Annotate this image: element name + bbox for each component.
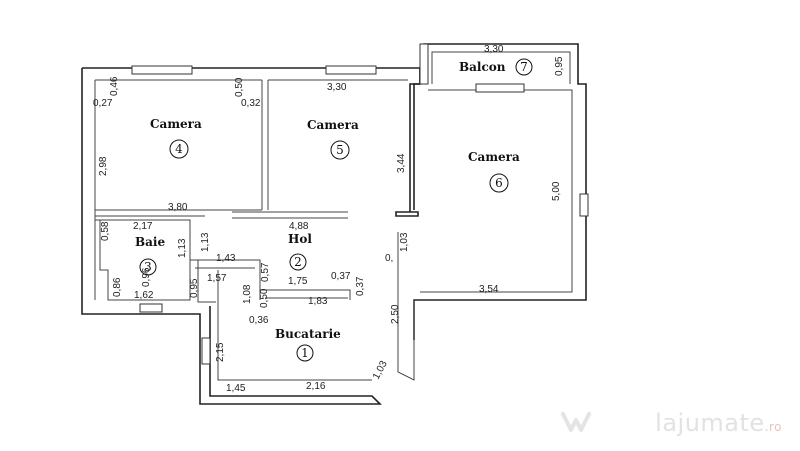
dim-label: 0,46	[109, 76, 120, 96]
dim-label: 4,88	[289, 221, 309, 232]
dim-label: 0,36	[249, 315, 269, 326]
room-2: Hol 2	[288, 232, 312, 271]
dim-label: 2,16	[306, 381, 326, 392]
dim-label: 0,	[385, 253, 393, 264]
dim-label: 0,58	[100, 221, 111, 241]
room-6-name: Camera	[468, 150, 520, 164]
room-5: Camera 5	[307, 118, 359, 160]
dim-label: 0,37	[355, 276, 366, 296]
dim-label: 1,08	[242, 284, 253, 304]
dim-label: 3,44	[396, 153, 407, 173]
dim-label: 0,50	[259, 288, 270, 308]
walls	[81, 43, 587, 405]
dim-label: 1,57	[207, 273, 227, 284]
dim-label: 3,30	[484, 44, 504, 55]
room-5-number: 5	[336, 143, 344, 157]
room-2-number: 2	[294, 255, 302, 269]
room-7-number: 7	[520, 60, 528, 74]
dim-label: 2,98	[98, 156, 109, 176]
room-5-name: Camera	[307, 118, 359, 132]
watermark-brand: lajumate	[655, 409, 765, 437]
room-6-number: 6	[495, 176, 503, 190]
dim-label: 1,13	[177, 238, 188, 258]
dim-label: 0,57	[260, 262, 271, 282]
room-1: Bucatarie 1	[275, 327, 341, 362]
room-2-name: Hol	[288, 232, 312, 246]
room-3-number: 3	[144, 260, 152, 274]
room-1-name: Bucatarie	[275, 327, 341, 341]
room-3-name: Baie	[135, 235, 165, 249]
dim-label: 1,03	[371, 359, 390, 382]
dim-label: 1,45	[226, 383, 246, 394]
windows	[131, 43, 589, 365]
dim-label: 0,95	[554, 56, 565, 76]
room-6: Camera 6	[468, 150, 520, 193]
room-4-number: 4	[175, 142, 183, 156]
dim-label: 2,17	[133, 221, 153, 232]
room-7-name: Balcon	[459, 60, 506, 74]
dim-label: 1,43	[216, 253, 236, 264]
dim-label: 0,50	[234, 77, 245, 97]
dim-label: 3,54	[479, 284, 499, 295]
watermark: lajumate.ro	[655, 409, 782, 437]
room-1-number: 1	[301, 346, 309, 360]
room-4-name: Camera	[150, 117, 202, 131]
dim-label: 0,86	[112, 277, 123, 297]
room-4: Camera 4	[150, 117, 202, 159]
room-3: Baie 3	[135, 235, 165, 276]
dim-label: 1,03	[399, 232, 410, 252]
dim-label: 1,75	[288, 276, 308, 287]
dim-label: 0,27	[93, 98, 113, 109]
dim-label: 2,15	[215, 342, 226, 362]
dim-label: 0,96	[141, 267, 152, 287]
lajumate-logo-icon	[561, 412, 591, 432]
room-7: Balcon 7	[459, 58, 533, 76]
dim-label: 0,37	[331, 271, 351, 282]
watermark-tld: .ro	[764, 420, 782, 434]
dim-label: 1,13	[200, 232, 211, 252]
dimensions: 3,30 0,95 3,30 0,46 0,27 0,50 0,32 2,98 …	[93, 44, 565, 394]
dim-label: 0,95	[189, 278, 200, 298]
dim-label: 3,30	[327, 82, 347, 93]
dim-label: 1,62	[134, 290, 154, 301]
dim-label: 1,83	[308, 296, 328, 307]
dim-label: 3,80	[168, 202, 188, 213]
dim-label: 5,00	[551, 181, 562, 201]
dim-label: 2,50	[390, 304, 401, 324]
dim-label: 0,32	[241, 98, 261, 109]
